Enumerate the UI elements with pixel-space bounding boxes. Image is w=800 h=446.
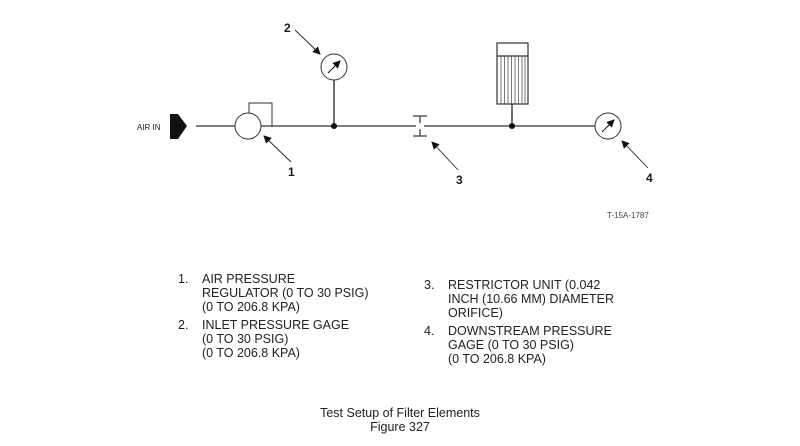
legend-item: 1. AIR PRESSURE REGULATOR (0 TO 30 PSIG)… [178,272,408,314]
callout-3: 3 [456,173,463,187]
filter-housing-icon [496,42,529,129]
legend-text: INLET PRESSURE GAGE (0 TO 30 PSIG) (0 TO… [202,318,350,360]
leader-line-2 [294,29,321,55]
schematic-diagram: AIR IN [137,21,653,220]
legend-column-right: 3. RESTRICTOR UNIT (0.042 INCH (10.66 MM… [424,278,654,370]
restrictor-icon [413,115,427,137]
legend-text: DOWNSTREAM PRESSURE GAGE (0 TO 30 PSIG) … [448,324,612,366]
legend-text: RESTRICTOR UNIT (0.042 INCH (10.66 MM) D… [448,278,614,320]
legend-column-left: 1. AIR PRESSURE REGULATOR (0 TO 30 PSIG)… [178,272,408,364]
callout-2: 2 [284,21,291,35]
legend-number: 2. [178,318,189,332]
legend-item: 2. INLET PRESSURE GAGE (0 TO 30 PSIG) (0… [178,318,408,360]
callout-4: 4 [646,171,653,185]
inlet-pressure-gauge-icon [320,53,348,129]
legend-number: 4. [424,324,435,338]
legend-number: 3. [424,278,435,292]
regulator-icon [234,102,273,140]
legend-number: 1. [178,272,189,286]
downstream-pressure-gauge-icon [594,112,622,140]
drawing-number: T-15A-1787 [607,211,649,220]
callout-1: 1 [288,165,295,179]
leader-line-4 [621,140,649,169]
leader-line-1 [263,135,292,163]
leader-line-3 [431,141,459,171]
figure-title: Test Setup of Filter Elements [320,406,480,420]
air-in-arrow-icon [170,114,187,139]
legend-item: 4. DOWNSTREAM PRESSURE GAGE (0 TO 30 PSI… [424,324,654,366]
legend-text: AIR PRESSURE REGULATOR (0 TO 30 PSIG) (0… [202,272,369,314]
legend-item: 3. RESTRICTOR UNIT (0.042 INCH (10.66 MM… [424,278,654,320]
air-in-label: AIR IN [137,123,161,132]
figure-number: Figure 327 [370,420,430,434]
